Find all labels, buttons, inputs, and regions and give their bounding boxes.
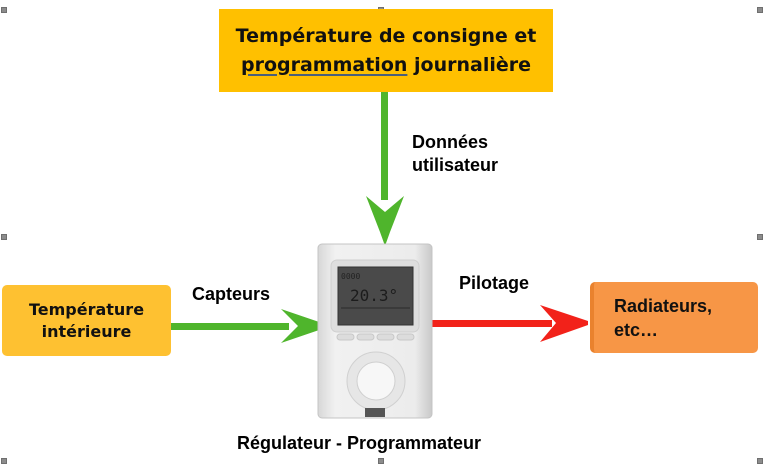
arrow-sensors bbox=[171, 309, 325, 343]
thermostat-device[interactable]: 0000 20.3° bbox=[317, 242, 434, 420]
user-data-label-line-1: Données bbox=[412, 132, 489, 152]
user-data-label: Données utilisateur bbox=[412, 131, 498, 177]
indoor-temperature-line-2: intérieure bbox=[41, 321, 132, 341]
arrow-user-data bbox=[366, 92, 404, 246]
sensors-label: Capteurs bbox=[192, 284, 271, 304]
selection-handle-top-left[interactable] bbox=[1, 7, 7, 13]
indoor-temperature-box[interactable]: Température intérieure bbox=[2, 285, 171, 356]
indoor-temperature-line-1: Température bbox=[28, 299, 145, 319]
arrow-control bbox=[432, 305, 588, 342]
device-caption: Régulateur - Programmateur bbox=[237, 433, 482, 453]
user-data-label-line-2: utilisateur bbox=[412, 155, 499, 175]
device-button-3[interactable] bbox=[376, 333, 395, 341]
setpoint-line-1: Température de consigne et bbox=[235, 24, 537, 47]
lcd-screen bbox=[337, 266, 414, 326]
svg-text:0000: 0000 bbox=[341, 272, 360, 281]
device-button-2[interactable] bbox=[356, 333, 375, 341]
lcd-temperature: 20.3° bbox=[350, 286, 398, 305]
device-logo bbox=[365, 408, 385, 417]
radiators-box[interactable]: Radiateurs, etc… bbox=[590, 282, 758, 353]
setpoint-line-2: programmation journalière bbox=[241, 51, 531, 80]
device-button-4[interactable] bbox=[396, 333, 415, 341]
selection-handle-top-right[interactable] bbox=[757, 7, 763, 13]
programming-word: programmation bbox=[240, 53, 408, 76]
daily-word: journalière bbox=[407, 53, 531, 76]
selection-handle-middle-left[interactable] bbox=[1, 234, 7, 240]
device-button-1[interactable] bbox=[336, 333, 355, 341]
setpoint-programming-box[interactable]: Température de consigne et programmation… bbox=[219, 9, 553, 92]
radiators-line-1: Radiateurs, bbox=[614, 295, 713, 316]
control-dial[interactable] bbox=[356, 361, 396, 401]
selection-handle-middle-right[interactable] bbox=[757, 234, 763, 240]
radiators-line-2: etc… bbox=[614, 319, 659, 340]
control-label: Pilotage bbox=[459, 273, 530, 293]
